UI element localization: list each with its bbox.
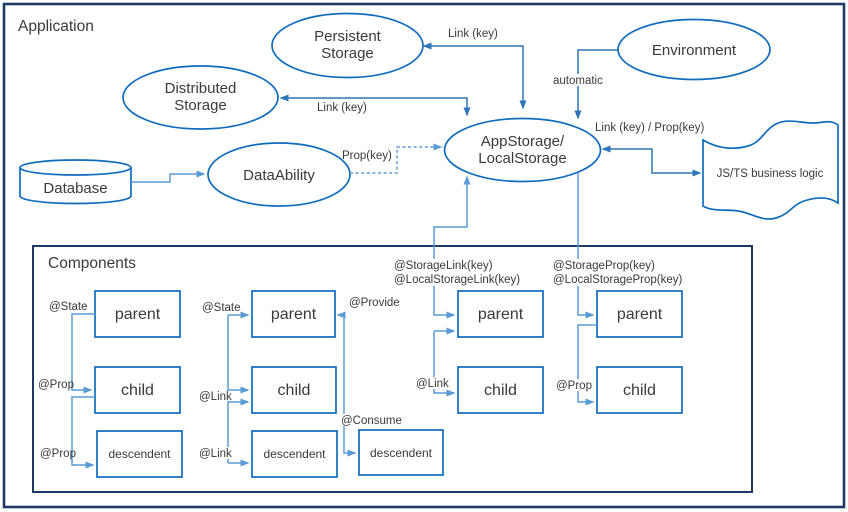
group1-parent-label: parent <box>115 306 161 323</box>
edge-environment-appstorage <box>574 49 618 120</box>
group1-prop-descendent-label: @Prop <box>40 448 76 460</box>
group4-parent-label: parent <box>617 306 663 323</box>
edge-label-link-prop: Link (key) / Prop(key) <box>595 122 704 134</box>
box-group2-parent <box>251 290 336 338</box>
edge-label-prop-key: Prop(key) <box>342 150 392 162</box>
edge-label-distributed-link: Link (key) <box>317 102 367 114</box>
box-group3-child <box>457 366 544 414</box>
group1-prop-child-label: @Prop <box>38 379 74 391</box>
label-bg-group3-link <box>414 377 449 389</box>
group2-link-descendent-label: @Link <box>199 448 232 460</box>
box-group2-child <box>251 366 337 414</box>
box-group2-descendent <box>251 430 338 478</box>
group3-parent-label: parent <box>478 306 524 323</box>
node-data-ability <box>207 142 351 207</box>
edge-appstorage-distributed <box>279 94 471 117</box>
group2-state-label: @State <box>202 302 241 314</box>
edge-label-automatic: automatic <box>553 75 603 87</box>
box-group3-parent <box>457 290 544 338</box>
edge-provide-consume <box>336 311 357 457</box>
consume-label: @Consume <box>341 415 402 427</box>
group1-state-label: @State <box>49 301 88 313</box>
persistent-storage-label-2: Storage <box>321 45 374 62</box>
components-title: Components <box>48 255 136 272</box>
edge-dataability-appstorage <box>350 143 443 174</box>
environment-label: Environment <box>652 42 737 59</box>
group4-storageprop-label: @StorageProp(key) <box>553 260 655 272</box>
node-distributed-storage <box>122 65 279 130</box>
group1-child-label: child <box>121 382 154 399</box>
edge-appstorage-group3-parent <box>433 175 471 319</box>
edge-appstorage-group4-parent <box>577 173 595 319</box>
group4-child-label: child <box>623 382 656 399</box>
node-business-logic <box>702 120 839 220</box>
app-storage-label-1: AppStorage/ <box>481 133 565 150</box>
node-app-storage <box>443 117 602 183</box>
distributed-storage-label-2: Storage <box>174 97 227 114</box>
node-database <box>19 159 132 205</box>
label-bg-automatic <box>551 74 607 86</box>
application-title: Application <box>18 18 94 35</box>
data-ability-label: DataAbility <box>243 167 315 184</box>
box-consume-descendent <box>358 429 444 476</box>
label-bg-consume <box>339 414 402 426</box>
edge-label-persistent-link: Link (key) <box>448 28 498 40</box>
edge-database-dataability <box>131 170 206 183</box>
persistent-storage-label-1: Persistent <box>314 28 382 45</box>
distributed-storage-label-1: Distributed <box>165 80 237 97</box>
group2-descendent-label: descendent <box>263 447 326 461</box>
database-cylinder-top <box>19 159 132 176</box>
group4-localstorageprop-label: @LocalStorageProp(key) <box>553 274 682 286</box>
group3-storagelink-label: @StorageLink(key) <box>394 260 493 272</box>
label-bg-group4-prop <box>554 379 592 391</box>
group1-descendent-label: descendent <box>108 447 171 461</box>
group2-parent-label: parent <box>271 306 317 323</box>
label-bg-group3-decorators <box>392 259 519 286</box>
box-group1-descendent <box>96 430 183 478</box>
edge-group1-prop-descendent <box>71 396 95 469</box>
group2-child-label: child <box>278 382 311 399</box>
group3-link-label: @Link <box>416 378 449 390</box>
app-storage-label-2: LocalStorage <box>478 150 566 167</box>
edge-group1-prop-child <box>71 313 95 394</box>
label-bg-group4-decorators <box>551 259 683 286</box>
consume-descendent-label: descendent <box>370 446 433 460</box>
label-bg-group2-link2 <box>197 447 239 459</box>
box-group4-parent <box>596 290 683 338</box>
box-group4-child <box>596 366 683 414</box>
edge-appstorage-persistent <box>422 42 527 110</box>
group2-link-child-label: @Link <box>199 391 232 403</box>
provide-label: @Provide <box>349 297 400 309</box>
box-group1-child <box>94 366 181 414</box>
group3-localstoragelink-label: @LocalStorageLink(key) <box>394 274 520 286</box>
business-logic-label: JS/TS business logic <box>717 168 824 180</box>
edge-group4-prop <box>577 324 597 406</box>
edge-group3-link-child <box>433 331 456 397</box>
database-label: Database <box>43 180 107 197</box>
group4-prop-label: @Prop <box>556 380 592 392</box>
label-bg-group2-link1 <box>197 391 239 401</box>
group3-child-label: child <box>484 382 517 399</box>
edge-appstorage-businesslogic <box>601 145 702 177</box>
